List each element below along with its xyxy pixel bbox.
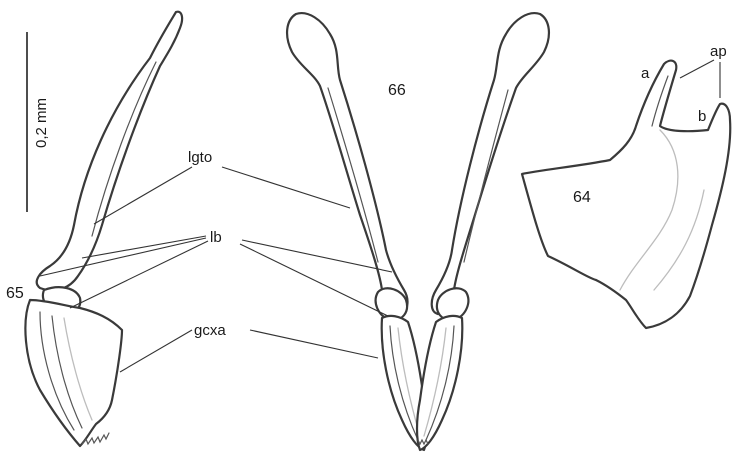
figure-66-right-gcxa-stripe-1	[425, 325, 455, 441]
figure-66-right-joint	[435, 287, 470, 322]
figure-66-left-arm	[286, 12, 409, 316]
label-gcxa: gcxa	[194, 322, 226, 339]
figure-64-inner-curve-2	[653, 189, 705, 291]
figure-65-gcxa	[24, 298, 124, 448]
figure-66-structure	[286, 12, 550, 452]
leader-lb-2	[39, 237, 207, 277]
figure-65-gcxa-stripe-1	[39, 311, 75, 431]
label-a: a	[641, 65, 650, 82]
figure-66-right-gcxa-stripe-2	[423, 327, 447, 437]
figure-66-right-arm	[430, 12, 550, 316]
figure-number-65: 65	[6, 285, 24, 302]
figure-64-process-a-inner	[651, 75, 669, 127]
figure-64-inner-curve-1	[619, 129, 679, 291]
label-lgto: lgto	[188, 149, 212, 166]
scale-bar: 0,2 mm	[26, 32, 50, 212]
figure-65-gcxa-stripe-3	[63, 317, 93, 421]
figure-65-stalk-inner	[91, 61, 157, 237]
figure-66-left-arm-inner	[327, 87, 379, 263]
leader-gcxa-right	[249, 329, 379, 359]
figure-number-64: 64	[573, 189, 591, 206]
figure-64-structure	[520, 59, 732, 330]
figure-66-right-arm-inner	[463, 89, 509, 263]
leader-lines	[39, 59, 721, 373]
label-lb: lb	[210, 229, 222, 246]
scale-bar-label: 0,2 mm	[33, 98, 50, 148]
leader-ap-a	[679, 59, 715, 79]
figure-65-structure	[24, 10, 184, 448]
leader-lb-5	[239, 243, 389, 317]
figure-65-serration	[81, 432, 110, 446]
figure-64-body	[520, 59, 732, 330]
figure-66-left-gcxa-stripe-1	[389, 325, 419, 441]
leader-lgto-left	[93, 166, 193, 225]
leader-lgto-right	[221, 166, 351, 209]
leader-lb-3	[69, 240, 209, 309]
figure-66-tip-teeth	[417, 438, 429, 446]
label-b: b	[698, 108, 706, 125]
leader-lb-1	[81, 235, 207, 259]
figure-number-66: 66	[388, 82, 406, 99]
leader-gcxa-left	[119, 329, 193, 373]
figure-65-gcxa-stripe-2	[51, 315, 83, 429]
label-ap: ap	[710, 43, 727, 60]
figure-66-left-joint	[374, 287, 409, 322]
leader-lb-4	[241, 239, 393, 273]
figure-65-stalk	[35, 10, 184, 292]
figure-66-right-gcxa	[415, 314, 464, 452]
